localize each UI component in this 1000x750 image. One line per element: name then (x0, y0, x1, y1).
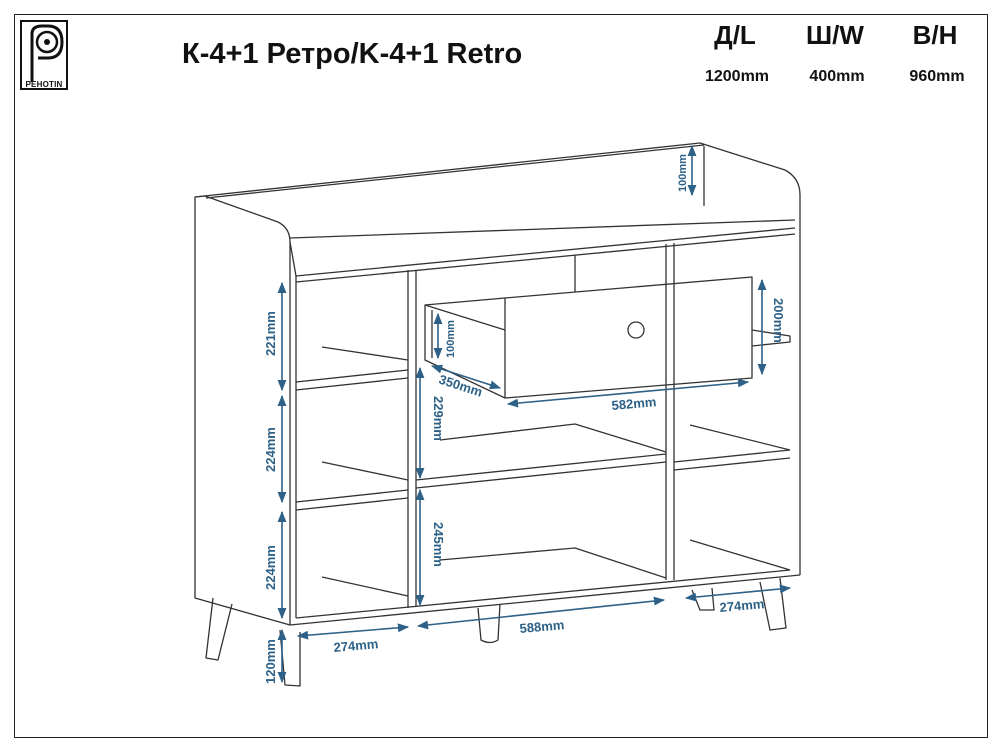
drawer-width-label: 582mm (611, 394, 657, 413)
height-heading: В/Н (912, 20, 958, 50)
center-upper-label: 229mm (431, 396, 446, 441)
height-value: 960mm (909, 68, 965, 85)
dimension-labels: 100mm 221mm 224mm 224mm 120mm 274mm 588m… (263, 154, 786, 684)
length-heading: Д/L (714, 20, 756, 50)
left-top-label: 221mm (263, 311, 278, 356)
center-width-label: 588mm (519, 617, 565, 636)
brand-logo (20, 20, 68, 90)
drawing-frame (14, 14, 988, 738)
drawer-height-label: 200mm (771, 298, 786, 343)
width-heading: Ш/W (806, 20, 864, 50)
cabinet-outline (194, 142, 801, 687)
dimension-lines (277, 144, 792, 684)
left-width-label: 274mm (333, 636, 379, 655)
logo-text: PEHOTIN (25, 80, 63, 89)
length-value: 1200mm (704, 68, 770, 85)
width-value: 400mm (809, 68, 865, 85)
right-width-label: 274mm (719, 596, 765, 615)
product-title: К-4+1 Ретро/K-4+1 Retro (182, 38, 523, 70)
left-bottom-label: 224mm (263, 545, 278, 590)
center-lower-label: 245mm (431, 522, 446, 567)
drawer-side-label: 100mm (445, 320, 457, 358)
left-mid-label: 224mm (263, 427, 278, 472)
leg-height-label: 120mm (263, 639, 278, 684)
back-rail-label: 100mm (677, 154, 689, 192)
